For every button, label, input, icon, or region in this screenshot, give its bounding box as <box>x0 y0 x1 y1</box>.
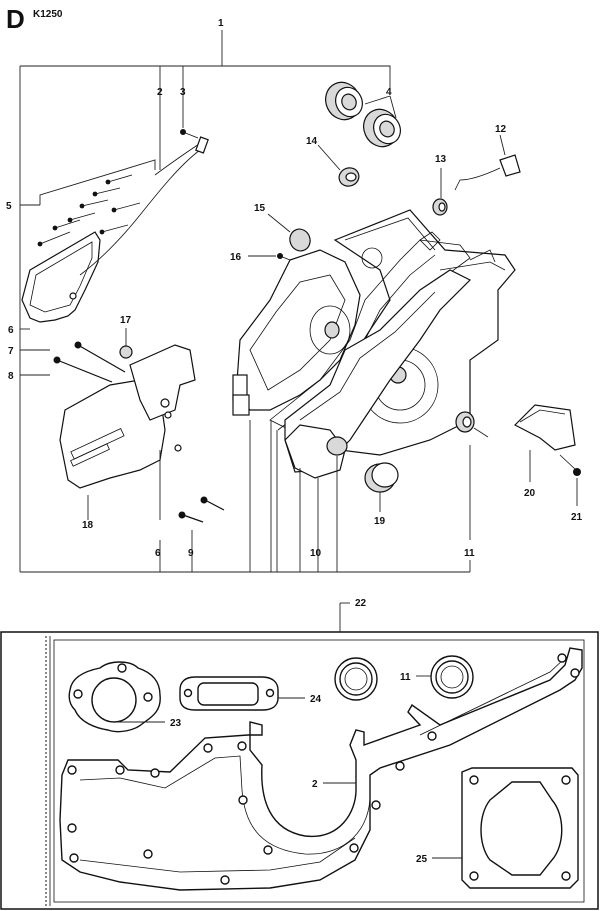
callout-21: 21 <box>571 512 583 523</box>
model-number: K1250 <box>33 9 63 20</box>
plug-19 <box>364 462 399 512</box>
callout-24: 24 <box>310 694 322 705</box>
callout-16: 16 <box>230 252 242 263</box>
callout-22: 22 <box>355 598 367 609</box>
callout-11: 11 <box>464 548 475 559</box>
callout-13: 13 <box>435 154 447 165</box>
bushing-13 <box>432 168 448 216</box>
callout-3: 3 <box>180 87 186 98</box>
callout-2: 2 <box>157 87 163 98</box>
callout-18: 18 <box>82 520 94 531</box>
gasket-25 <box>432 767 579 889</box>
oil-seal-14 <box>317 144 360 187</box>
callout-8: 8 <box>8 371 14 382</box>
upper-callout-frame <box>19 30 470 573</box>
callout-15: 15 <box>254 203 266 214</box>
callout-12: 12 <box>495 124 507 135</box>
callout-5: 5 <box>6 201 12 212</box>
oil-seal-11 <box>455 411 489 438</box>
gasket-23 <box>68 661 165 733</box>
callout-1: 1 <box>218 18 224 29</box>
callout-2b: 2 <box>312 779 318 790</box>
callout-23: 23 <box>170 718 182 729</box>
gasket-kit-frame <box>0 602 599 910</box>
callout-numbers: 1 2 3 4 5 6 7 8 12 13 14 15 16 17 18 6 9… <box>6 18 583 865</box>
callout-20: 20 <box>524 488 536 499</box>
leader-lines <box>159 420 471 572</box>
callout-19: 19 <box>374 516 386 527</box>
callout-6b: 6 <box>155 548 161 559</box>
callout-7: 7 <box>8 346 14 357</box>
callout-17: 17 <box>120 315 132 326</box>
screw-3 <box>180 80 199 139</box>
gasket-24 <box>179 676 305 711</box>
callout-25: 25 <box>416 854 428 865</box>
cylinder-cover-plate <box>21 136 209 323</box>
bearing-lower <box>363 108 401 148</box>
gasket-2 <box>59 647 583 891</box>
spacer-15 <box>267 213 311 252</box>
callout-9: 9 <box>188 548 194 559</box>
side-cover-18 <box>59 344 196 520</box>
kit-seal-11 <box>416 655 474 699</box>
section-letter: D <box>6 4 25 34</box>
kit-seal-left <box>334 657 378 701</box>
cover-20 <box>513 404 576 482</box>
bolts-9 <box>178 496 225 523</box>
nut-17 <box>119 328 133 359</box>
callout-4: 4 <box>386 87 392 98</box>
callout-11b: 11 <box>400 672 411 683</box>
gasket-stack <box>269 239 472 479</box>
lever-12 <box>454 134 521 191</box>
callout-10: 10 <box>310 548 322 559</box>
crankcase-left-half <box>232 249 361 416</box>
callout-6: 6 <box>8 325 14 336</box>
bolts-7-8 <box>53 341 126 383</box>
screw-21 <box>559 454 581 506</box>
bearing-upper <box>325 81 363 121</box>
callout-14: 14 <box>306 136 318 147</box>
